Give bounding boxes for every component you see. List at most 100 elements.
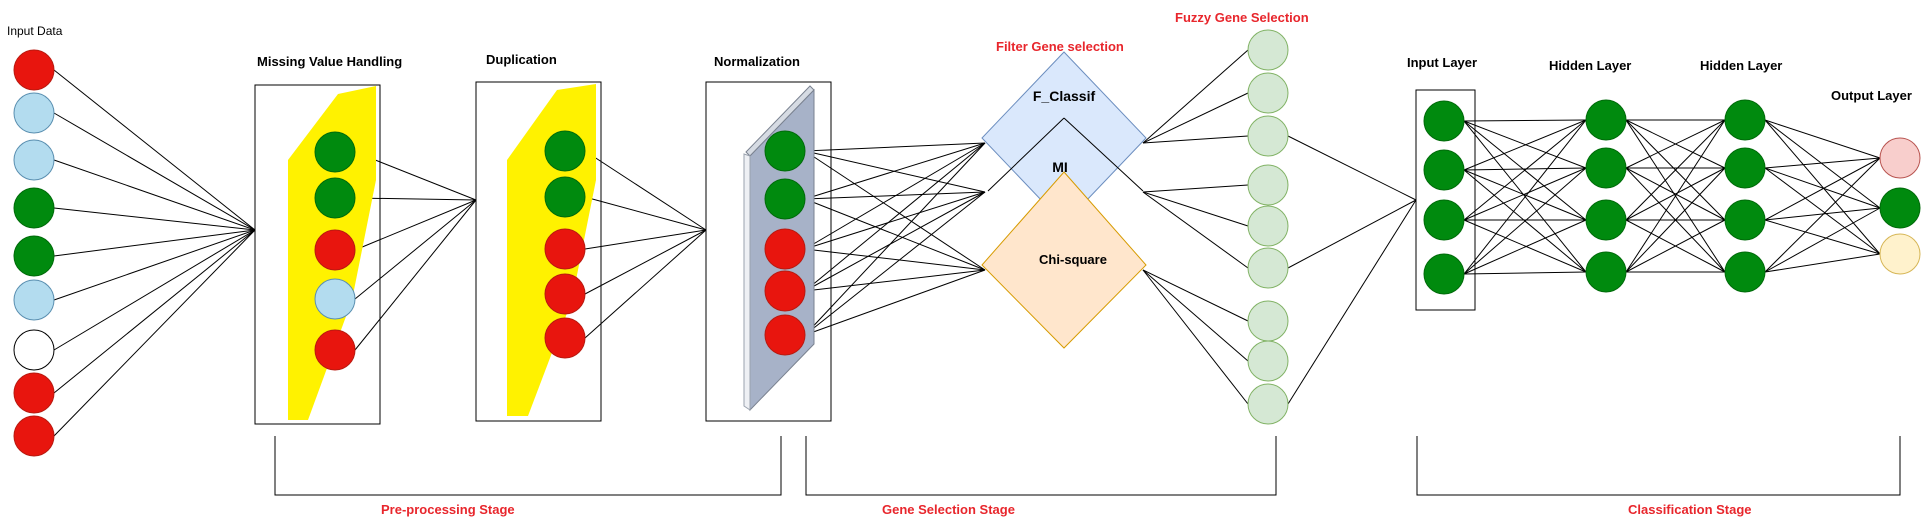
connection-line xyxy=(1625,119,1726,273)
chi-square-label: Chi-square xyxy=(1039,252,1107,267)
connection-line xyxy=(1463,219,1587,275)
classification-bracket xyxy=(1416,436,1901,496)
hidden-layer-1-node xyxy=(1585,199,1627,241)
connection-line xyxy=(354,199,477,251)
missing-value-label: Missing Value Handling xyxy=(257,54,402,69)
input-layer-node xyxy=(1423,253,1465,295)
normalization-node xyxy=(764,178,806,220)
gene-selection-stage-label: Gene Selection Stage xyxy=(882,502,1015,517)
connection-line xyxy=(804,191,986,336)
hidden-layer-1-node xyxy=(1585,99,1627,141)
connection-line xyxy=(804,269,986,336)
preprocessing-bracket xyxy=(274,436,782,496)
duplication-node xyxy=(544,176,586,218)
missing-value-node xyxy=(314,329,356,371)
input-layer-node xyxy=(1423,199,1465,241)
connection-line xyxy=(354,197,477,201)
connection-line xyxy=(804,142,986,152)
missing-value-node xyxy=(314,131,356,173)
connection-line xyxy=(584,196,707,231)
fuzzy-node xyxy=(1247,115,1289,157)
connection-line xyxy=(804,150,986,271)
input-layer-node xyxy=(1423,100,1465,142)
f-classif-label: F_Classif xyxy=(1033,88,1096,104)
connection-line xyxy=(53,229,256,437)
connection-line xyxy=(1764,207,1881,273)
duplication-label: Duplication xyxy=(486,52,557,67)
output-layer-nodes xyxy=(1879,137,1921,275)
mi-label: MI xyxy=(1052,159,1068,175)
connection-line xyxy=(1625,119,1726,221)
connection-line xyxy=(354,199,477,351)
connection-line xyxy=(1142,269,1249,405)
connection-line xyxy=(804,198,986,271)
input-layer-box xyxy=(1415,89,1476,311)
connection-line xyxy=(804,142,986,292)
connection-line xyxy=(1764,219,1881,255)
connection-lines xyxy=(53,49,1881,437)
connection-line xyxy=(354,199,477,300)
fuzzy-node xyxy=(1247,72,1289,114)
input-layer-label: Input Layer xyxy=(1407,55,1477,70)
preprocessing-stage-label: Pre-processing Stage xyxy=(381,502,515,517)
connection-line xyxy=(53,229,256,257)
normalization-nodes xyxy=(764,130,806,356)
connection-line xyxy=(1764,167,1881,209)
fuzzy-node xyxy=(1247,29,1289,71)
duplication-box xyxy=(475,81,602,422)
connection-line xyxy=(1764,119,1881,255)
connection-line xyxy=(1287,135,1417,201)
connection-line xyxy=(53,69,256,231)
input-layer-node xyxy=(1423,149,1465,191)
input-data-nodes xyxy=(13,49,55,457)
missing-value-box xyxy=(254,84,381,425)
connection-line xyxy=(1764,157,1881,221)
connection-line xyxy=(1625,167,1726,273)
connection-line xyxy=(804,142,986,250)
hidden-layer-2-nodes xyxy=(1724,99,1766,293)
normalization-node xyxy=(764,270,806,312)
fuzzy-gene-selection-label: Fuzzy Gene Selection xyxy=(1175,10,1309,25)
fuzzy-node xyxy=(1247,340,1289,382)
connection-line xyxy=(1142,269,1249,362)
duplication-node xyxy=(544,317,586,359)
input-data-node xyxy=(13,49,55,91)
normalization-box xyxy=(705,81,832,422)
connection-line xyxy=(1142,191,1249,269)
connection-line xyxy=(1764,207,1881,221)
missing-value-node xyxy=(314,177,356,219)
input-data-node xyxy=(13,235,55,277)
connection-line xyxy=(1463,219,1587,273)
missing-value-node xyxy=(314,229,356,271)
hidden-layer-2-node xyxy=(1724,147,1766,189)
connection-line xyxy=(1142,135,1249,144)
connection-line xyxy=(1764,119,1881,209)
nodes xyxy=(13,29,1921,457)
connection-line xyxy=(1463,119,1587,275)
connection-line xyxy=(1625,219,1726,273)
connection-line xyxy=(1142,92,1249,144)
connection-line xyxy=(1463,119,1587,171)
connection-line xyxy=(53,229,256,394)
fuzzy-node xyxy=(1247,247,1289,289)
connection-line xyxy=(1463,271,1587,275)
connection-line xyxy=(53,159,256,231)
normalization-node xyxy=(764,130,806,172)
fuzzy-node xyxy=(1247,205,1289,247)
connection-line xyxy=(1764,167,1881,255)
connection-line xyxy=(584,229,707,339)
missing-value-node xyxy=(314,278,356,320)
chi-square-diamond xyxy=(981,171,1147,349)
hidden-layer-1-label: Hidden Layer xyxy=(1549,58,1631,73)
connection-line xyxy=(1463,167,1587,171)
hidden-layer-1-node xyxy=(1585,147,1627,189)
connection-line xyxy=(1463,167,1587,275)
duplication-node xyxy=(544,273,586,315)
input-data-node xyxy=(13,372,55,414)
connection-line xyxy=(53,112,256,231)
connection-line xyxy=(53,229,256,301)
connection-line xyxy=(1764,253,1881,273)
mi-outline xyxy=(987,117,1144,192)
connection-line xyxy=(584,229,707,295)
